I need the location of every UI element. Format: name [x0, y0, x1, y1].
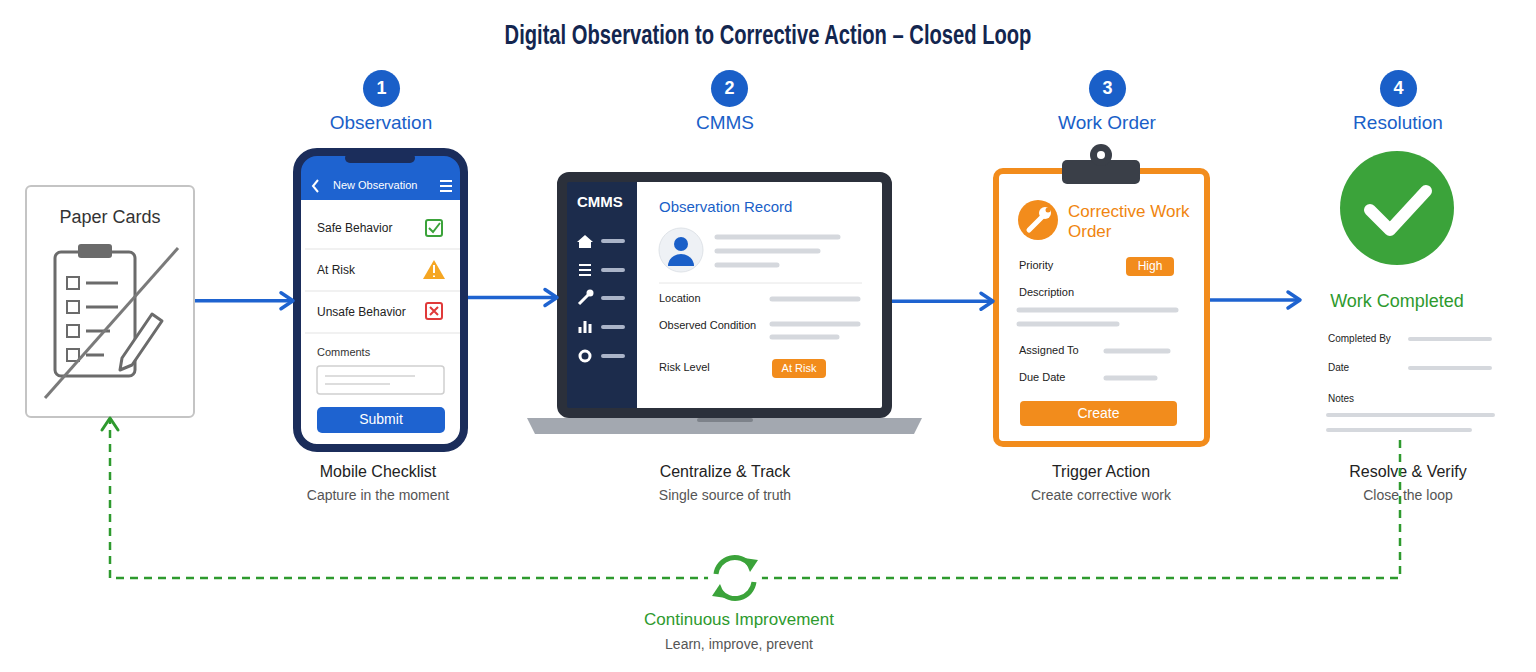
connector-line — [468, 296, 557, 300]
text-label: New Observation — [333, 179, 443, 192]
cycle-arc — [720, 582, 754, 599]
text-label: Single source of truth — [605, 487, 845, 504]
clip-ring — [1090, 144, 1112, 166]
legacy-box: Paper Cards — [25, 185, 195, 418]
text-label: Paper Cards — [30, 207, 190, 229]
step-number: 1 — [363, 70, 400, 107]
field-values — [1328, 339, 1493, 430]
text-label: Comments — [317, 346, 427, 359]
priority-badge: High — [1126, 257, 1174, 276]
laptop-screen: CMMS Observation RecordLocationObserved C… — [557, 172, 892, 418]
node-text: 3 — [1102, 79, 1112, 99]
text-label: Date — [1328, 362, 1410, 374]
flow-connector — [195, 293, 293, 309]
arrow-head — [281, 293, 293, 309]
step-number: 3 — [1089, 70, 1126, 107]
text-label: Work Completed — [1297, 291, 1497, 313]
arrow-head — [545, 290, 557, 306]
text-label: Safe Behavior — [317, 221, 422, 235]
diagram-title: Digital Observation to Corrective Action… — [264, 18, 1272, 52]
text-label: Continuous Improvement — [579, 610, 899, 630]
text-label: Observation — [271, 112, 491, 135]
text-label: Learn, improve, prevent — [579, 636, 899, 653]
text-label: Completed By — [1328, 333, 1410, 345]
connector-line — [892, 300, 993, 304]
arrow-head — [102, 418, 118, 430]
laptop-base — [527, 418, 922, 434]
risk-badge: At Risk — [772, 359, 826, 378]
text-label: Resolution — [1288, 112, 1508, 135]
step-number: 2 — [711, 70, 748, 107]
step-number: 4 — [1380, 70, 1417, 107]
node-text: At Risk — [782, 362, 817, 374]
flow-connector — [1210, 292, 1300, 308]
text-label: Mobile Checklist — [258, 462, 498, 481]
text-label: Observed Condition — [659, 319, 769, 332]
text-label: Capture in the moment — [258, 487, 498, 504]
text-label: Resolve & Verify — [1288, 462, 1528, 481]
text-label: Observation Record — [659, 198, 859, 216]
connector-line — [1210, 298, 1300, 302]
text-label: Centralize & Track — [605, 462, 845, 481]
icon-backdrop — [708, 551, 762, 605]
text-label: Assigned To — [1019, 344, 1104, 357]
text-label: Create corrective work — [981, 487, 1221, 504]
text-label: Notes — [1328, 393, 1410, 405]
text-label: Work Order — [997, 112, 1217, 135]
cycle-head — [712, 584, 726, 598]
text-label: Risk Level — [659, 361, 769, 374]
laptop-notch — [697, 418, 753, 422]
arrow-head — [1288, 292, 1300, 308]
text-label: At Risk — [317, 263, 422, 277]
node-text: High — [1138, 260, 1163, 273]
text-label: Location — [659, 292, 769, 305]
clip-hole — [1097, 151, 1105, 159]
text-label: Unsafe Behavior — [317, 305, 422, 319]
work-order-clipboard: Corrective Work OrderPriorityDescription… — [993, 168, 1210, 447]
text-label: Description — [1019, 286, 1119, 299]
cycle-head — [744, 558, 758, 572]
text-label: CMMS — [615, 112, 835, 135]
completed-circle — [1340, 151, 1454, 265]
node-text: 4 — [1393, 79, 1403, 99]
node-text: Submit — [359, 412, 403, 427]
flow-connector — [892, 293, 993, 309]
text-label: Corrective Work Order — [1068, 202, 1193, 243]
submit-button: Submit — [317, 407, 445, 433]
text-label: Close the loop — [1288, 487, 1528, 504]
flow-connector — [468, 290, 557, 306]
connector-line — [195, 299, 293, 303]
text-label: Priority — [1019, 259, 1109, 272]
arrow-head — [981, 293, 993, 309]
resolution-panel: Work CompletedCompleted By DateNotes — [1300, 145, 1500, 440]
node-text: 1 — [376, 79, 386, 99]
completed-check — [1370, 191, 1426, 230]
create-button: Create — [1020, 401, 1177, 426]
mobile-phone: New ObservationSafe Behavior At RiskUnsaf… — [293, 148, 468, 452]
text-label: CMMS — [577, 193, 637, 211]
text-label: Due Date — [1019, 371, 1104, 384]
node-text: Create — [1077, 406, 1119, 421]
node-text: 2 — [724, 79, 734, 99]
cycle-arc — [716, 557, 750, 574]
text-label: Trigger Action — [981, 462, 1221, 481]
